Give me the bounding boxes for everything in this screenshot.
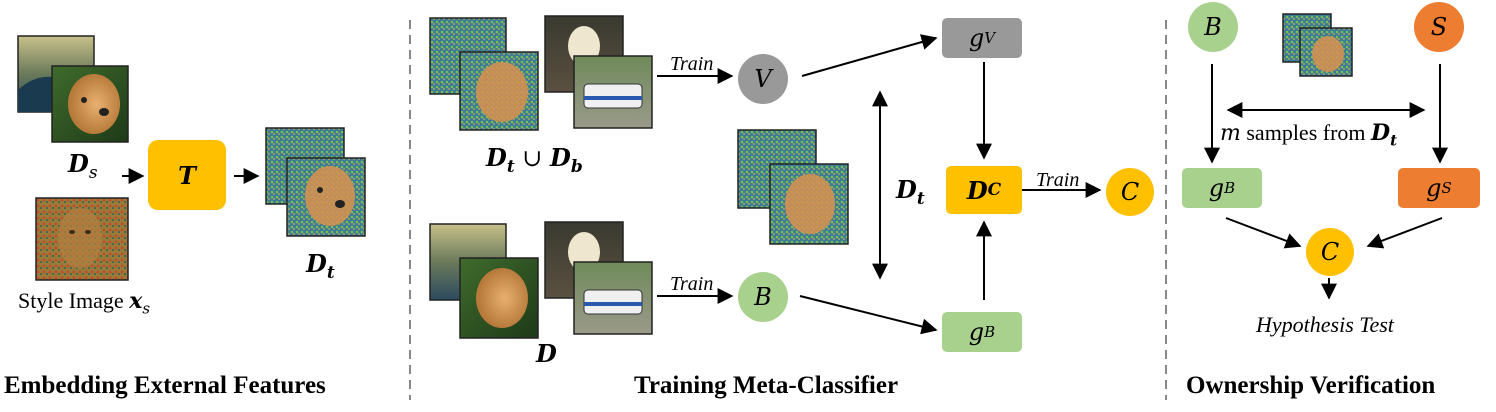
- meta-classifier-node: C: [1106, 168, 1154, 216]
- union-dataset-images: [429, 15, 653, 131]
- section1-heading: Embedding External Features: [4, 372, 326, 399]
- source-dataset-images: [17, 35, 129, 143]
- side-dataset-images: [737, 129, 849, 245]
- train-label-bottom: Train: [670, 273, 714, 295]
- hypothesis-test-label: Hypothesis Test: [1256, 312, 1394, 337]
- train-label-meta: Train: [1036, 169, 1080, 191]
- benign-model-node: B: [738, 272, 788, 322]
- meta-classifier-node-verify: C: [1306, 228, 1354, 276]
- arrow-gs-to-classifier: [1366, 217, 1443, 249]
- train-label-top: Train: [670, 53, 714, 75]
- benign-model-node-verify: B: [1188, 2, 1238, 52]
- style-image-label: Style Image xs: [18, 288, 151, 318]
- transformed-dataset-label: Dt: [306, 249, 335, 283]
- section3-heading: Ownership Verification: [1186, 372, 1436, 399]
- arrow-benign-to-gradient: [799, 295, 938, 335]
- victim-model-node: V: [738, 54, 788, 104]
- benign-dataset-images: [429, 221, 653, 339]
- verification-samples-images: [1282, 13, 1353, 77]
- benign-dataset-label: D: [536, 339, 557, 368]
- arrow-gb-to-classifier: [1225, 217, 1302, 249]
- transform-node: T: [148, 140, 226, 210]
- side-dataset-label: Dt: [896, 175, 925, 209]
- samples-label: m samples from Dt: [1220, 120, 1398, 150]
- transformed-dataset-images: [265, 127, 366, 237]
- style-image: [35, 197, 129, 281]
- suspicious-model-node: S: [1414, 2, 1464, 52]
- section2-heading: Training Meta-Classifier: [634, 372, 899, 399]
- union-dataset-label: Dt ∪ Db: [486, 143, 583, 177]
- source-dataset-label: Ds: [68, 149, 98, 183]
- arrow-victim-to-gradient: [801, 34, 938, 77]
